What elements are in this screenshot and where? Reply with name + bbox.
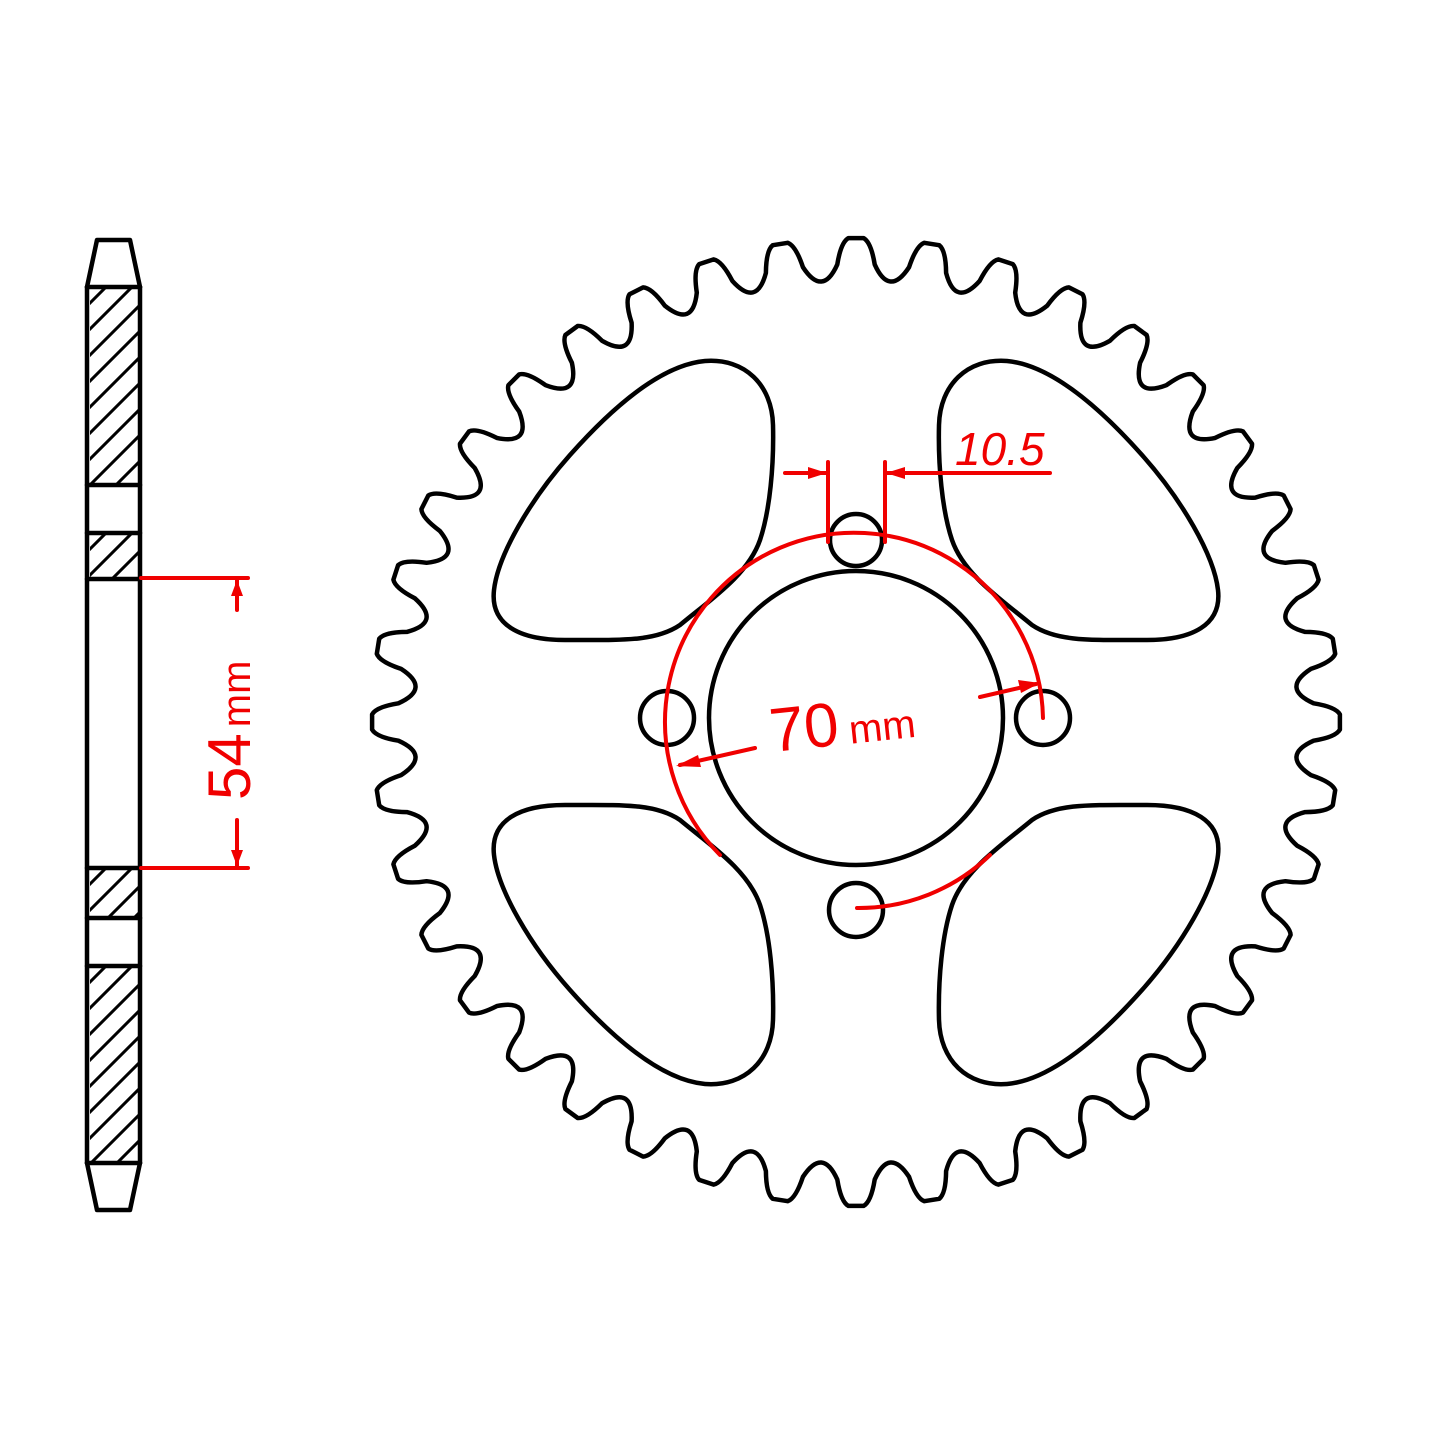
bolt-hole-right bbox=[1013, 688, 1073, 748]
bolt-hole-bottom bbox=[826, 880, 886, 940]
cutout-lower-right bbox=[939, 805, 1219, 1084]
center-bore bbox=[706, 568, 1006, 868]
side-section-lines bbox=[84, 284, 143, 1166]
sprocket-teeth-outline bbox=[369, 235, 1343, 1209]
arrow-left-icon bbox=[886, 467, 905, 479]
arrow-right-icon bbox=[808, 467, 827, 479]
arrow-right-icon bbox=[1018, 680, 1040, 693]
bolt-hole-dimension: 10.5 bbox=[783, 423, 1052, 544]
side-profile-view bbox=[84, 237, 143, 1213]
cutout-upper-right bbox=[939, 361, 1219, 640]
arrow-left-icon bbox=[676, 755, 701, 767]
arrow-up-icon bbox=[231, 580, 243, 596]
bolt-circle-arc-short bbox=[855, 853, 992, 911]
cutout-lower-left bbox=[494, 805, 774, 1084]
bolt-hole-top bbox=[827, 511, 885, 569]
arrow-down-icon bbox=[231, 850, 243, 866]
bolt-circle-arc bbox=[663, 530, 1045, 857]
cutout-upper-left bbox=[491, 358, 776, 643]
bore-dimension-label: 54mm bbox=[196, 661, 263, 800]
side-body-outline bbox=[84, 284, 143, 1166]
side-tooth-tip-top bbox=[84, 237, 143, 290]
lightening-cutouts bbox=[494, 361, 1219, 1084]
side-tooth-tip-bottom bbox=[84, 1160, 143, 1213]
bolt-hole-label: 10.5 bbox=[955, 423, 1045, 475]
side-hatching bbox=[90, 287, 138, 1164]
bore-diameter-dimension: 54mm bbox=[139, 576, 263, 870]
